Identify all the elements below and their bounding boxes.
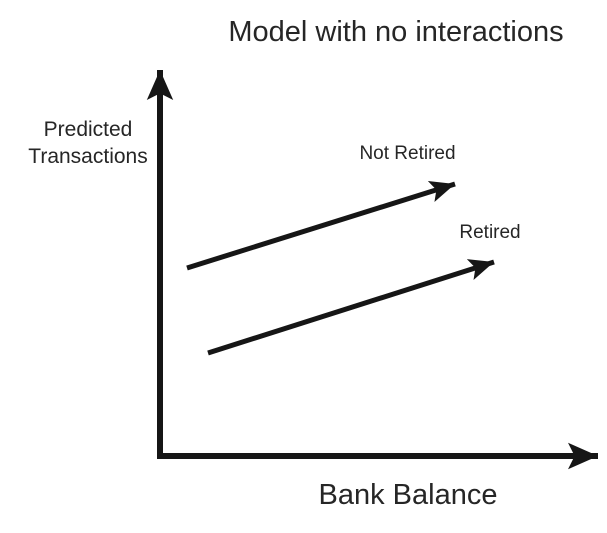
y-axis-label-line1: Predicted (43, 118, 133, 141)
x-axis-label: Bank Balance (318, 479, 498, 511)
chart-title: Model with no interactions (228, 16, 564, 48)
line-label-not-retired: Not Retired (359, 143, 456, 164)
y-axis-label-line2: Transactions (28, 145, 148, 168)
line-label-retired: Retired (459, 222, 521, 243)
retired-line-arrow (207, 259, 495, 356)
y-axis-label: Predicted Transactions (8, 116, 168, 170)
not-retired-line-arrow (186, 180, 456, 271)
